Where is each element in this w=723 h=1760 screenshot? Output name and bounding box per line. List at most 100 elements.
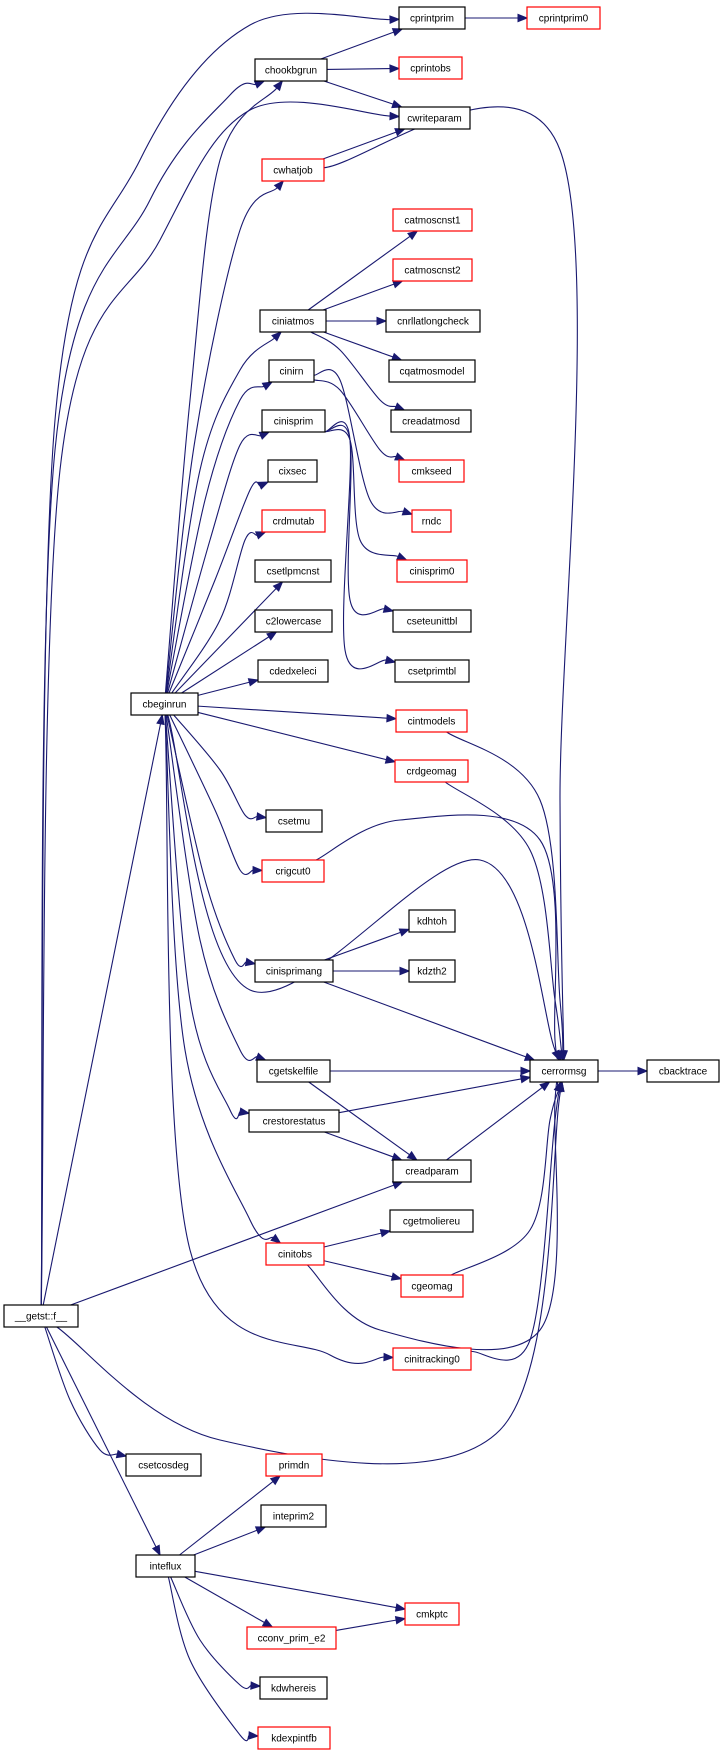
node-getst[interactable]: __getst::f__ xyxy=(3,1304,79,1328)
node-box[interactable] xyxy=(246,1626,337,1650)
node-cgeomag[interactable]: cgeomag xyxy=(400,1274,464,1298)
node-box[interactable] xyxy=(265,1242,325,1266)
node-cconv_prim_e2[interactable]: cconv_prim_e2 xyxy=(246,1626,337,1650)
node-cinitracking0[interactable]: cinitracking0 xyxy=(392,1347,472,1371)
node-box[interactable] xyxy=(261,859,325,883)
node-box[interactable] xyxy=(392,208,473,232)
node-box[interactable] xyxy=(260,1504,327,1528)
node-box[interactable] xyxy=(130,692,199,716)
node-box[interactable] xyxy=(389,1209,474,1233)
node-creadparam[interactable]: creadparam xyxy=(392,1159,472,1183)
node-creadatmosd[interactable]: creadatmosd xyxy=(390,409,472,433)
node-box[interactable] xyxy=(411,509,452,533)
node-cgetskelfile[interactable]: cgetskelfile xyxy=(256,1059,331,1083)
node-inteflux[interactable]: inteflux xyxy=(135,1554,196,1578)
node-cprintprim[interactable]: cprintprim xyxy=(398,6,466,30)
node-box[interactable] xyxy=(248,1109,340,1133)
node-box[interactable] xyxy=(392,609,472,633)
node-crestorestatus[interactable]: crestorestatus xyxy=(248,1109,340,1133)
node-box[interactable] xyxy=(394,659,470,683)
node-box[interactable] xyxy=(261,509,326,533)
node-box[interactable] xyxy=(135,1554,196,1578)
node-chookbgrun[interactable]: chookbgrun xyxy=(254,58,328,82)
node-box[interactable] xyxy=(267,459,318,483)
node-crdmutab[interactable]: crdmutab xyxy=(261,509,326,533)
node-box[interactable] xyxy=(385,309,481,333)
node-box[interactable] xyxy=(396,559,468,583)
node-cixsec[interactable]: cixsec xyxy=(267,459,318,483)
node-box[interactable] xyxy=(400,1274,464,1298)
node-box[interactable] xyxy=(398,56,463,80)
node-cerrormsg[interactable]: cerrormsg xyxy=(529,1059,599,1083)
node-cinitobs[interactable]: cinitobs xyxy=(265,1242,325,1266)
node-box[interactable] xyxy=(259,309,327,333)
node-cbacktrace[interactable]: cbacktrace xyxy=(646,1059,720,1083)
node-kdexpintfb[interactable]: kdexpintfb xyxy=(257,1726,331,1750)
node-box[interactable] xyxy=(388,359,476,383)
node-primdn[interactable]: primdn xyxy=(265,1453,323,1477)
node-box[interactable] xyxy=(256,1059,331,1083)
node-box[interactable] xyxy=(265,809,323,833)
node-box[interactable] xyxy=(261,158,325,182)
node-box[interactable] xyxy=(268,359,315,383)
node-box[interactable] xyxy=(404,1602,460,1626)
node-cmkptc[interactable]: cmkptc xyxy=(404,1602,460,1626)
node-box[interactable] xyxy=(392,1159,472,1183)
node-box[interactable] xyxy=(646,1059,720,1083)
node-rndc[interactable]: rndc xyxy=(411,509,452,533)
node-box[interactable] xyxy=(529,1059,599,1083)
node-crigcut0[interactable]: crigcut0 xyxy=(261,859,325,883)
node-cwhatjob[interactable]: cwhatjob xyxy=(261,158,325,182)
node-box[interactable] xyxy=(392,1347,472,1371)
node-box[interactable] xyxy=(408,959,456,983)
node-cinisprimang[interactable]: cinisprimang xyxy=(254,959,334,983)
node-cbeginrun[interactable]: cbeginrun xyxy=(130,692,199,716)
node-cmkseed[interactable]: cmkseed xyxy=(398,459,465,483)
node-cnrllatlongcheck[interactable]: cnrllatlongcheck xyxy=(385,309,481,333)
node-box[interactable] xyxy=(259,1676,328,1700)
node-cwriteparam[interactable]: cwriteparam xyxy=(398,106,471,130)
node-csetcosdeg[interactable]: csetcosdeg xyxy=(125,1453,202,1477)
node-box[interactable] xyxy=(257,1726,331,1750)
node-csetlpmcnst[interactable]: csetlpmcnst xyxy=(254,559,332,583)
node-cseteunittbl[interactable]: cseteunittbl xyxy=(392,609,472,633)
node-catmoscnst2[interactable]: catmoscnst2 xyxy=(392,258,473,282)
node-box[interactable] xyxy=(3,1304,79,1328)
node-box[interactable] xyxy=(254,609,333,633)
node-kdwhereis[interactable]: kdwhereis xyxy=(259,1676,328,1700)
node-box[interactable] xyxy=(254,58,328,82)
node-cqatmosmodel[interactable]: cqatmosmodel xyxy=(388,359,476,383)
node-box[interactable] xyxy=(261,409,326,433)
node-cprintprim0[interactable]: cprintprim0 xyxy=(526,6,601,30)
node-box[interactable] xyxy=(390,409,472,433)
node-cinisprim[interactable]: cinisprim xyxy=(261,409,326,433)
node-crdgeomag[interactable]: crdgeomag xyxy=(394,759,469,783)
node-inteprim2[interactable]: inteprim2 xyxy=(260,1504,327,1528)
node-catmoscnst1[interactable]: catmoscnst1 xyxy=(392,208,473,232)
node-csetprimtbl[interactable]: csetprimtbl xyxy=(394,659,470,683)
node-box[interactable] xyxy=(392,258,473,282)
node-cgetmoliereu[interactable]: cgetmoliereu xyxy=(389,1209,474,1233)
node-box[interactable] xyxy=(395,709,468,733)
node-kdzth2[interactable]: kdzth2 xyxy=(408,959,456,983)
node-c2lowercase[interactable]: c2lowercase xyxy=(254,609,333,633)
node-box[interactable] xyxy=(125,1453,202,1477)
node-box[interactable] xyxy=(254,959,334,983)
node-box[interactable] xyxy=(408,909,456,933)
node-csetmu[interactable]: csetmu xyxy=(265,809,323,833)
node-box[interactable] xyxy=(526,6,601,30)
node-box[interactable] xyxy=(394,759,469,783)
node-box[interactable] xyxy=(257,659,329,683)
node-kdhtoh[interactable]: kdhtoh xyxy=(408,909,456,933)
node-box[interactable] xyxy=(398,6,466,30)
node-cintmodels[interactable]: cintmodels xyxy=(395,709,468,733)
node-cdedxeleci[interactable]: cdedxeleci xyxy=(257,659,329,683)
node-box[interactable] xyxy=(265,1453,323,1477)
node-box[interactable] xyxy=(254,559,332,583)
node-cinirn[interactable]: cinirn xyxy=(268,359,315,383)
node-box[interactable] xyxy=(398,459,465,483)
node-cinisprim0[interactable]: cinisprim0 xyxy=(396,559,468,583)
node-ciniatmos[interactable]: ciniatmos xyxy=(259,309,327,333)
node-cprintobs[interactable]: cprintobs xyxy=(398,56,463,80)
node-box[interactable] xyxy=(398,106,471,130)
